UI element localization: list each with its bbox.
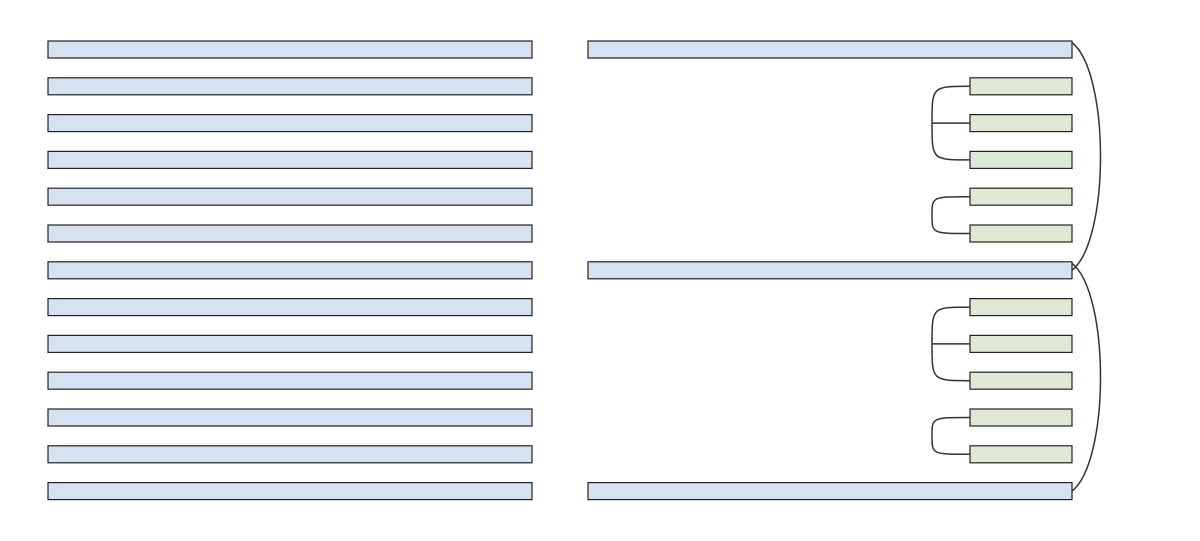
right-short-bar-1 — [969, 77, 1073, 96]
right-short-bar-4 — [969, 187, 1073, 206]
right-short-bar-2 — [969, 113, 1073, 133]
right-short-bar-5 — [969, 224, 1073, 243]
right-short-bar-3 — [969, 150, 1073, 169]
right-column — [587, 40, 1073, 501]
left-bar-6 — [47, 224, 533, 243]
right-short-bar-7 — [969, 334, 1073, 353]
right-short-bar-9 — [969, 408, 1073, 427]
left-bar-4 — [47, 150, 533, 169]
left-bar-10 — [47, 371, 533, 390]
outer-arc-1 — [1071, 41, 1102, 271]
left-bar-11 — [47, 408, 533, 427]
left-bar-1 — [47, 40, 533, 59]
outer-arc-2 — [1071, 262, 1102, 492]
right-wide-bar-2 — [587, 261, 1073, 280]
left-bar-8 — [47, 298, 533, 317]
right-short-bar-8 — [969, 371, 1073, 390]
brace-connector-4 — [931, 416, 971, 456]
right-wide-bar-3 — [587, 482, 1073, 501]
left-bar-3 — [47, 113, 533, 133]
left-bar-13 — [47, 482, 533, 501]
left-bar-9 — [47, 334, 533, 353]
right-short-bar-6 — [969, 298, 1073, 317]
right-short-bar-10 — [969, 445, 1073, 464]
left-bar-5 — [47, 187, 533, 206]
left-bar-12 — [47, 445, 533, 464]
left-column — [47, 40, 533, 501]
left-bar-2 — [47, 77, 533, 96]
brace-connector-2 — [931, 195, 971, 235]
right-wide-bar-1 — [587, 40, 1073, 59]
left-bar-7 — [47, 261, 533, 280]
connectors — [931, 41, 1102, 492]
